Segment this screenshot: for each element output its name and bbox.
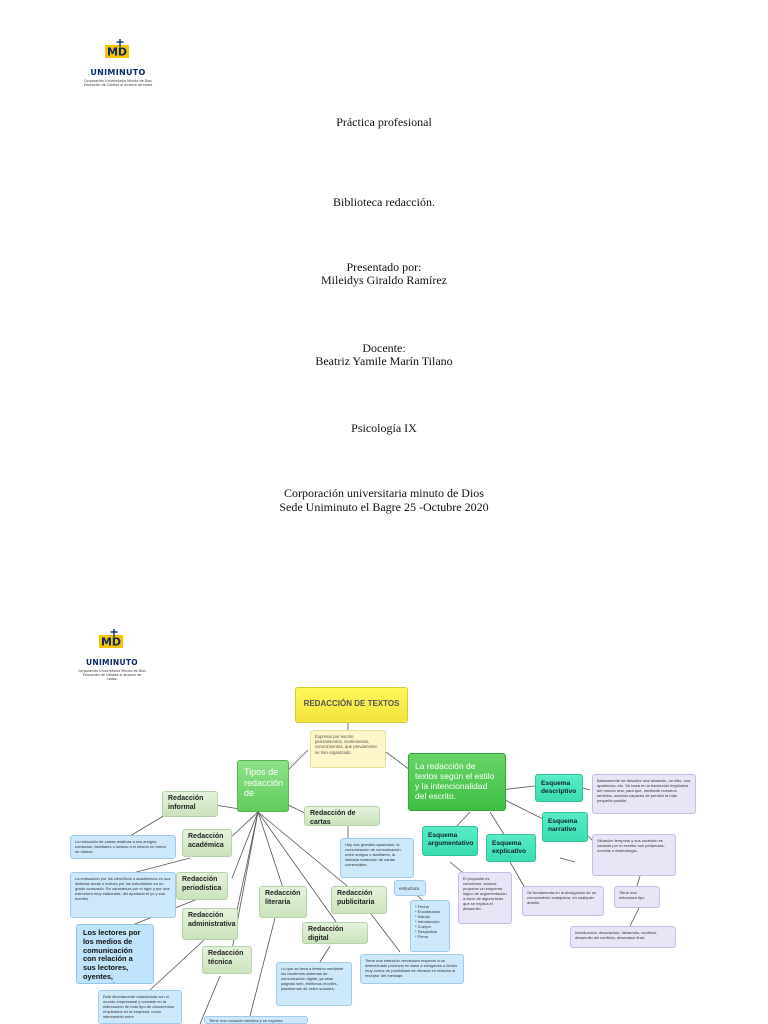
- teacher-label: Docente:: [362, 341, 406, 355]
- cover-subject: Biblioteca redacción.: [333, 195, 435, 209]
- lectores-node: Los lectores por los medios de comunicac…: [76, 924, 154, 984]
- uniminuto-logo-map: MD UNIMINUTO Corporación Universitaria M…: [78, 628, 146, 681]
- logo-subtitle: Corporación Universitaria Minuto de Dios…: [78, 669, 146, 681]
- uniminuto-logo: MD UNIMINUTO Corporación Universitaria M…: [78, 38, 158, 90]
- logo-brand: UNIMINUTO: [86, 658, 138, 667]
- estructura-label: estructura: [394, 880, 426, 896]
- redaccion-literaria: Redacción literaria: [259, 886, 307, 918]
- estructura-item: * Despedida: [415, 929, 437, 934]
- svg-text:MD: MD: [107, 46, 127, 59]
- cover-title: Práctica profesional: [336, 115, 432, 129]
- cartas-description: Hay dos grandes apartados, la comunicaci…: [340, 838, 414, 878]
- argumentativo-description: El propósito es convencer, seducir, prop…: [458, 872, 512, 924]
- redaccion-administrativa: Redacción administrativa: [182, 908, 238, 940]
- publicitaria-description: Tiene una intención vendedora respecto a…: [360, 954, 464, 984]
- tipos-node: Tipos de redacción de: [237, 760, 289, 812]
- explicativo-description: Se fundamenta en la divulgación de un co…: [522, 886, 604, 916]
- md-logo-mark: MD: [105, 39, 129, 59]
- estructura-list: * Fecha * Encabezado * Saludo * Introduc…: [410, 900, 450, 952]
- root-description: Expresar por escrito pensamientos, senti…: [310, 730, 386, 768]
- redaccion-informal: Redacción informal: [162, 791, 218, 817]
- administrativa-description: Está directamente relacionada con el mun…: [98, 990, 182, 1024]
- teacher-name: Beatriz Yamile Marín Tilano: [315, 354, 453, 368]
- md-logo-mark: MD: [99, 629, 123, 649]
- redaccion-periodistica: Redacción periodística: [176, 872, 228, 900]
- redaccion-tecnica: Redacción técnica: [202, 946, 252, 974]
- descriptivo-description: Básicamente se describe una situación, u…: [592, 774, 696, 814]
- program: Psicología IX: [351, 421, 417, 435]
- redaccion-cartas: Redacción de cartas: [304, 806, 380, 826]
- estilo-node: La redacción de textos según el estilo y…: [408, 753, 506, 811]
- place-date: Sede Uniminuto el Bagre 25 -Octubre 2020: [279, 500, 489, 514]
- esquema-descriptivo: Esquema descriptivo: [535, 774, 583, 802]
- esquema-argumentativo: Esquema argumentativo: [422, 826, 478, 856]
- estructura-item: * Cuerpo: [415, 924, 431, 929]
- logo-subtitle: Corporación Universitaria Minuto de Dios…: [83, 79, 153, 87]
- literaria-description: Tiene una vocación artística y se expres…: [204, 1016, 308, 1024]
- estructura-item: * Firma: [415, 934, 428, 939]
- redaccion-academica: Redacción académica: [182, 829, 232, 857]
- root-node: REDACCIÓN DE TEXTOS: [295, 687, 408, 723]
- estructura-tipo: Tiene una estructura tipo: [614, 886, 660, 908]
- logo-brand: UNIMINUTO: [90, 68, 146, 77]
- estructura-item: * Saludo: [415, 914, 431, 919]
- digital-description: Lo que se lleva a término mediante los m…: [276, 962, 352, 1006]
- estructura-item: * Encabezado: [415, 909, 440, 914]
- academica-description: La evaluación por los científicos o acad…: [70, 872, 176, 918]
- narrativo-tipo: Introducción, descripción, desarrollo, c…: [570, 926, 676, 948]
- estructura-item: * Fecha: [415, 904, 429, 909]
- presented-label: Presentado por:: [346, 260, 422, 274]
- redaccion-publicitaria: Redacción publicitaria: [331, 886, 387, 914]
- narrativo-description: Situación temporal y sus sucesión es con…: [592, 834, 676, 876]
- redaccion-digital: Redacción digital: [302, 922, 368, 944]
- svg-text:MD: MD: [101, 636, 121, 649]
- informal-description: La redacción de cartas relativas a sus a…: [70, 835, 176, 859]
- institution: Corporación universitaria minuto de Dios: [284, 486, 484, 500]
- esquema-explicativo: Esquema explicativo: [486, 834, 536, 862]
- estructura-item: * Introducción: [415, 919, 440, 924]
- esquema-narrativo: Esquema narrativo: [542, 812, 588, 842]
- presented-name: Mileidys Giraldo Ramírez: [321, 273, 447, 287]
